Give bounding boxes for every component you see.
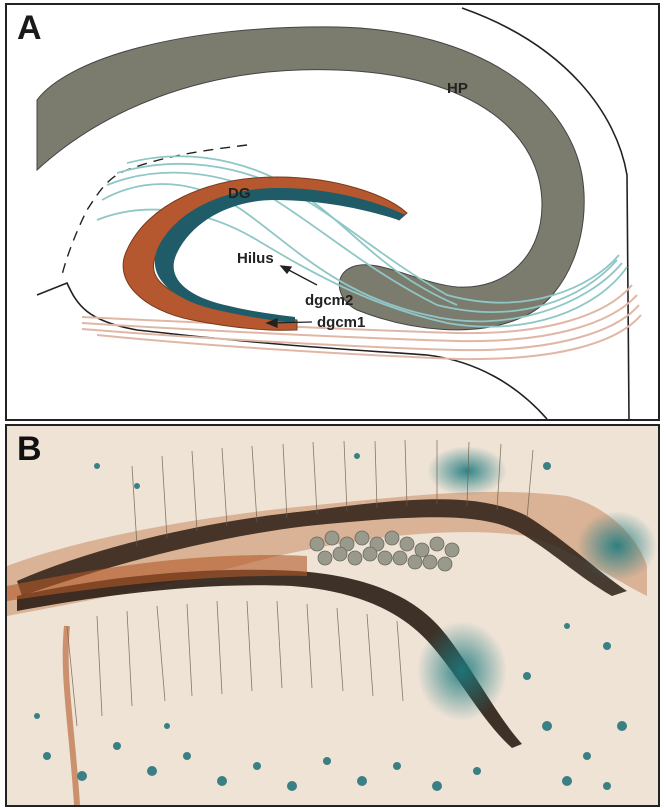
tissue-background: [7, 426, 658, 805]
dgcm2-arrowhead: [281, 266, 291, 273]
blue-stain-region-top: [427, 446, 507, 496]
panel-b-letter: B: [17, 430, 42, 469]
blue-stain-region-center: [417, 621, 507, 721]
label-dgcm2: dgcm2: [305, 292, 353, 309]
stained-section-image: [7, 426, 658, 805]
panel-a-letter: A: [17, 9, 42, 48]
panel-a: A: [5, 3, 660, 421]
label-dgcm1: dgcm1: [317, 314, 365, 331]
label-hilus: Hilus: [237, 250, 274, 267]
label-hp: HP: [447, 80, 468, 97]
blue-stain-region-right: [577, 511, 657, 581]
hippocampus-schematic: HP DG Hilus dgcm2 dgcm1: [7, 5, 658, 419]
panel-b: B: [5, 424, 660, 807]
label-dg: DG: [228, 185, 251, 202]
